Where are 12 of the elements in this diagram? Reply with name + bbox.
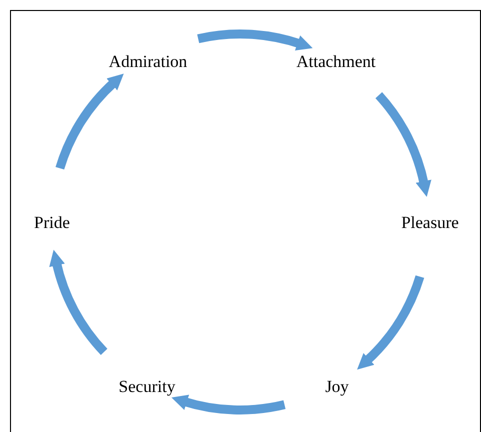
curved-arrow: [171, 394, 286, 414]
curved-arrow: [56, 73, 124, 170]
curved-arrow: [375, 92, 432, 197]
node-label: Admiration: [92, 50, 204, 74]
node-label: Pleasure: [388, 211, 472, 235]
node-label: Attachment: [280, 50, 392, 74]
curved-arrow: [197, 30, 313, 51]
curved-arrow: [50, 250, 108, 355]
curved-arrow: [358, 275, 424, 370]
node-label: Joy: [318, 375, 356, 399]
node-label: Pride: [24, 211, 80, 235]
node-label: Security: [104, 375, 190, 399]
